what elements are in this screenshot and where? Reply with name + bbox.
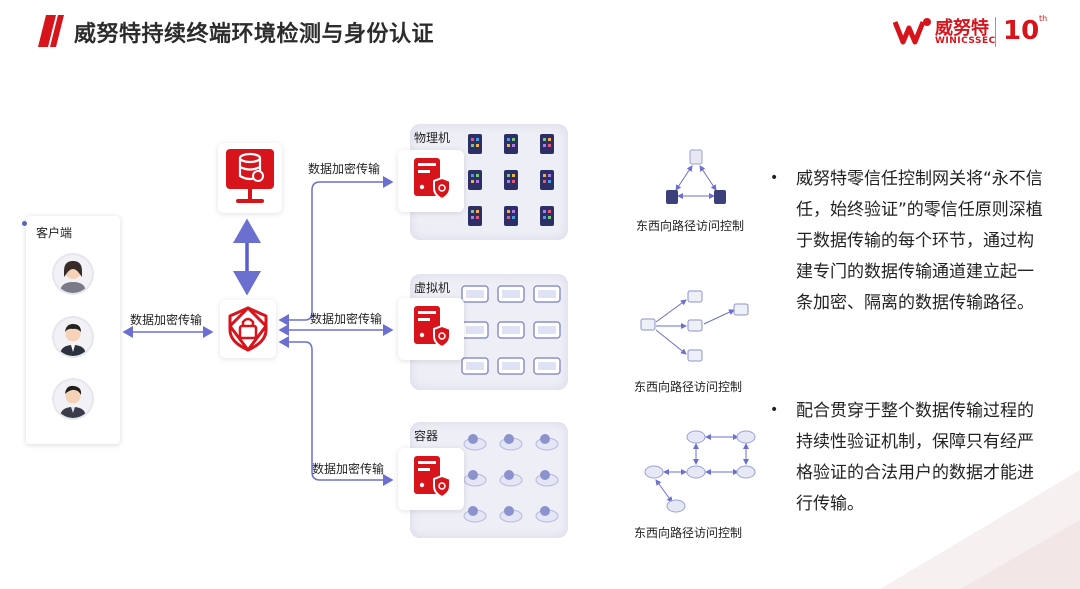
chip-icon: [540, 206, 554, 226]
chip-icon: [540, 170, 554, 190]
monitor-icon: [497, 321, 525, 339]
topology-caption-3: 东西向路径访问控制: [634, 526, 743, 540]
container-link-label: 数据加密传输: [312, 462, 385, 476]
brand-name-en: WINICSSEC: [935, 36, 996, 46]
cloud-icon: [535, 434, 559, 451]
anniversary-number: 10: [1003, 16, 1040, 46]
topology-triangle-nodes: [666, 149, 726, 204]
cloud-icon: [463, 470, 487, 487]
monitor-icon: [533, 357, 561, 375]
client-marker: [22, 221, 27, 226]
anniversary-suffix: th: [1039, 14, 1048, 23]
client-gateway-link-label: 数据加密传输: [130, 313, 203, 327]
virtual-group-label: 虚拟机: [414, 281, 451, 295]
monitor-icon: [533, 321, 561, 339]
topology-tree-nodes: [640, 290, 749, 362]
bullet-marker: •: [770, 402, 779, 418]
topology-caption-2: 东西向路径访问控制: [634, 380, 743, 394]
gateway-container-link: [278, 336, 394, 486]
brand-logo: 威努特 WINICSSEC 10 th: [893, 12, 1053, 52]
server-shield-icon: [414, 158, 451, 201]
physical-server-node: [398, 150, 464, 212]
title-slash-icon: [38, 15, 64, 47]
container-server-node: [398, 448, 464, 510]
topology-mesh-nodes: [644, 430, 756, 513]
brand-logo-icon: [893, 18, 931, 45]
cloud-icon: [499, 470, 523, 487]
database-monitor-icon: [226, 149, 274, 203]
cloud-icon: [499, 434, 523, 451]
female-person-icon: [60, 261, 86, 293]
user-male-avatar: [54, 318, 92, 356]
cloud-icon: [535, 470, 559, 487]
logo-divider: [995, 17, 996, 47]
cloud-icon: [499, 506, 523, 523]
page-title: 威努特持续终端环境检测与身份认证: [74, 22, 435, 47]
chip-icon: [504, 134, 518, 154]
chip-icon: [504, 206, 518, 226]
bullet-text-2: 配合贯穿于整个数据传输过程的持续性验证机制，保障只有经严格验证的合法用户的数据才…: [796, 401, 1034, 514]
lock-shield-icon: [228, 306, 268, 352]
physical-group-label: 物理机: [414, 131, 451, 145]
monitor-icon: [497, 357, 525, 375]
brand-name-cn: 威努特: [935, 18, 989, 39]
physical-link-label: 数据加密传输: [308, 162, 381, 176]
gateway-physical-link: [278, 176, 394, 326]
monitor-icon: [461, 357, 489, 375]
anniversary-badge: 10 th: [1003, 14, 1047, 50]
chip-icon: [468, 134, 482, 154]
topology-mesh: [655, 434, 749, 503]
chip-icon: [468, 170, 482, 190]
virtual-link-label: 数据加密传输: [310, 312, 383, 326]
topology-triangle: [675, 165, 717, 199]
user-female-avatar: [54, 255, 92, 293]
cloud-icon: [463, 506, 487, 523]
male-person-icon: [60, 324, 86, 356]
bullet-marker: •: [770, 170, 779, 186]
cloud-icon: [535, 506, 559, 523]
container-group-label: 容器: [414, 429, 439, 443]
virtual-server-node: [398, 298, 464, 360]
male-person-icon: [60, 385, 86, 418]
monitor-icon: [497, 285, 525, 303]
monitor-icon: [461, 285, 489, 303]
user-male-avatar: [54, 380, 92, 418]
bullet-text-1: 威努特零信任控制网关将“永不信任，始终验证”的零信任原则深植于数据传输的每个环节…: [796, 169, 1043, 313]
server-shield-icon: [414, 456, 451, 499]
cloud-icon: [463, 434, 487, 451]
database-node: [218, 143, 282, 213]
zero-trust-gateway-node: [220, 300, 276, 358]
monitor-icon: [533, 285, 561, 303]
chip-icon: [540, 134, 554, 154]
server-shield-icon: [414, 306, 451, 349]
topology-tree: [655, 299, 735, 355]
chip-icon: [468, 206, 482, 226]
header-bar: 威努特持续终端环境检测与身份认证 威努特 WINICSSEC 10 th: [0, 0, 1080, 64]
client-label: 客户端: [36, 226, 73, 240]
topology-caption-1: 东西向路径访问控制: [636, 219, 745, 233]
chip-icon: [504, 170, 518, 190]
